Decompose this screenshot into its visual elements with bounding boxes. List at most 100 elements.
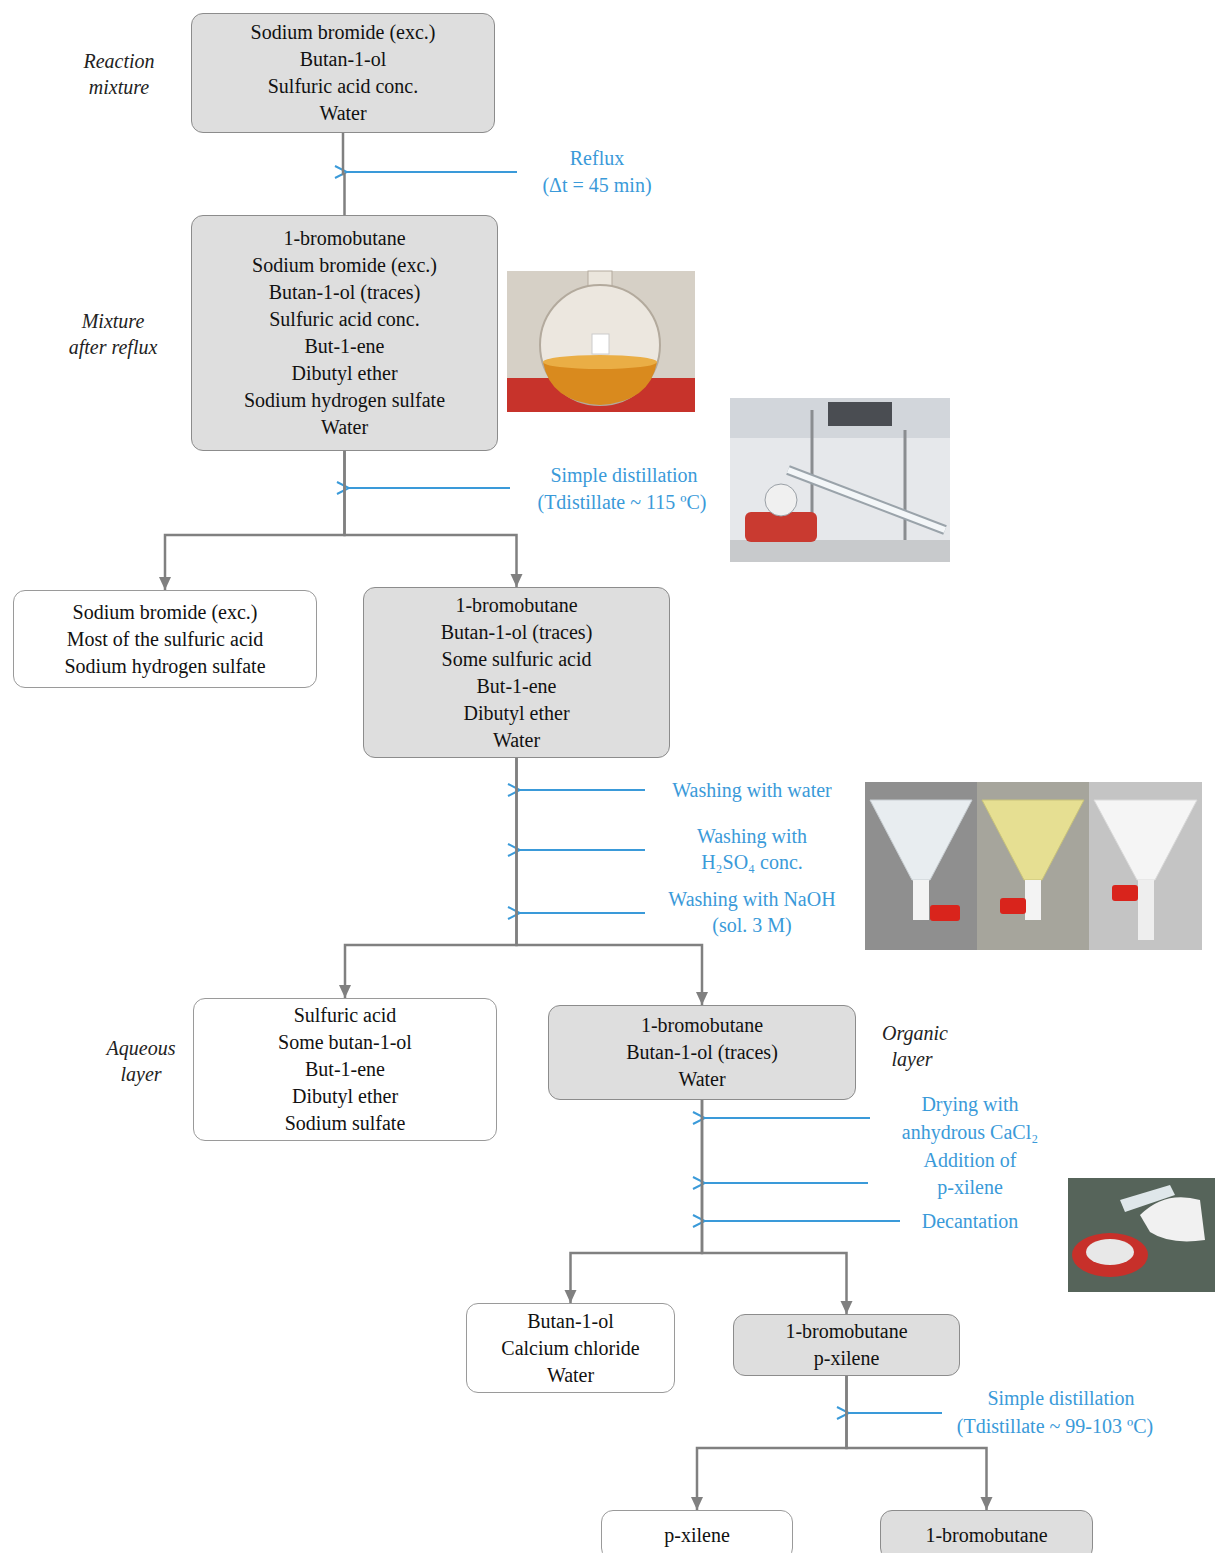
step-label: (Δt = 45 min) xyxy=(542,173,651,197)
process-box: 1-bromobutaneSodium bromide (exc.)Butan-… xyxy=(191,215,498,451)
step-label: Washing with xyxy=(697,824,807,848)
step-arrow xyxy=(347,171,517,173)
stage-label: layer xyxy=(891,1047,932,1071)
flow-connector xyxy=(847,1376,987,1510)
flow-connector xyxy=(345,758,517,998)
red-dish xyxy=(1072,1233,1148,1277)
step-label: Washing with NaOH xyxy=(668,887,835,911)
component-text: 1-bromobutane xyxy=(283,225,405,252)
flow-connector xyxy=(343,133,345,215)
step-label: (Tdistillate ~ 115 ºC) xyxy=(537,490,706,514)
decantation-photo xyxy=(1068,1178,1215,1292)
component-text: Some sulfuric acid xyxy=(442,646,592,673)
component-text: Sodium hydrogen sulfate xyxy=(244,387,445,414)
step-label: H₂SO₄ conc. xyxy=(701,850,803,874)
component-text: 1-bromobutane xyxy=(641,1012,763,1039)
step-arrow xyxy=(520,912,645,914)
component-text: Butan-1-ol (traces) xyxy=(441,619,593,646)
glass-tube xyxy=(1120,1185,1175,1212)
step-label: Washing with water xyxy=(672,778,831,802)
step-label: Addition of xyxy=(924,1148,1017,1172)
photo-ground xyxy=(865,782,977,950)
stage-label: layer xyxy=(120,1062,161,1086)
flask xyxy=(540,285,660,405)
photo-bench xyxy=(730,540,950,562)
step-arrow xyxy=(705,1220,900,1222)
component-text: Water xyxy=(547,1362,594,1389)
step-label: Drying with xyxy=(921,1092,1018,1116)
step-arrow xyxy=(520,789,645,791)
component-text: Sodium bromide (exc.) xyxy=(251,19,436,46)
component-text: Water xyxy=(493,727,540,754)
component-text: Butan-1-ol xyxy=(300,46,387,73)
component-text: Sodium bromide (exc.) xyxy=(73,599,258,626)
component-text: Some butan-1-ol xyxy=(278,1029,412,1056)
removed-box: Butan-1-olCalcium chlorideWater xyxy=(466,1303,675,1393)
component-text: 1-bromobutane xyxy=(455,592,577,619)
component-text: Most of the sulfuric acid xyxy=(67,626,264,653)
process-box: 1-bromobutane xyxy=(880,1510,1093,1553)
stopcock-handle xyxy=(930,905,960,921)
step-label: (Tdistillate ~ 99-103 ºC) xyxy=(957,1414,1153,1438)
photo-ground xyxy=(977,782,1089,950)
process-box: 1-bromobutaneButan-1-ol (traces)Water xyxy=(548,1005,856,1100)
step-arrow xyxy=(520,849,645,851)
boiling-chip xyxy=(592,334,609,354)
flow-connector xyxy=(702,1100,847,1314)
photo-wall xyxy=(730,398,950,438)
component-text: Sulfuric acid conc. xyxy=(269,306,420,333)
step-label: Simple distillation xyxy=(550,463,697,487)
step-label: Reflux xyxy=(570,146,624,170)
component-text: But-1-ene xyxy=(305,333,385,360)
stopcock-handle xyxy=(1112,885,1138,901)
process-box: Sodium bromide (exc.)Butan-1-olSulfuric … xyxy=(191,13,495,133)
component-text: But-1-ene xyxy=(305,1056,385,1083)
component-text: p-xilene xyxy=(664,1522,730,1549)
gas-panel xyxy=(828,402,892,426)
photo-ground xyxy=(730,398,950,562)
component-text: Dibutyl ether xyxy=(292,1083,398,1110)
component-text: Dibutyl ether xyxy=(463,700,569,727)
component-text: But-1-ene xyxy=(477,673,557,700)
component-text: Calcium chloride xyxy=(501,1335,639,1362)
process-box: 1-bromobutaneButan-1-ol (traces)Some sul… xyxy=(363,587,670,758)
flask-base xyxy=(1086,1239,1134,1265)
funnel xyxy=(870,800,972,880)
condenser-core xyxy=(788,470,945,530)
photo-ground xyxy=(1068,1178,1215,1292)
stage-label: Organic xyxy=(882,1021,948,1045)
component-text: Sodium hydrogen sulfate xyxy=(64,653,265,680)
component-text: Sodium sulfate xyxy=(285,1110,406,1137)
step-arrow xyxy=(705,1117,870,1119)
step-label: Simple distillation xyxy=(987,1386,1134,1410)
flow-connector xyxy=(345,451,517,587)
component-text: 1-bromobutane xyxy=(925,1522,1047,1549)
component-text: Water xyxy=(321,414,368,441)
component-text: Butan-1-ol (traces) xyxy=(626,1039,778,1066)
stopcock-handle xyxy=(1000,898,1026,914)
photo-ground xyxy=(1089,782,1202,950)
photo-ground xyxy=(507,271,695,412)
component-text: Sulfuric acid xyxy=(294,1002,397,1029)
distillation-flask xyxy=(765,484,797,516)
component-text: 1-bromobutane xyxy=(785,1318,907,1345)
liquid-surface xyxy=(543,355,657,369)
stage-label: Reaction xyxy=(83,49,154,73)
component-text: Water xyxy=(678,1066,725,1093)
flow-connector xyxy=(571,1100,703,1303)
gloved-hand xyxy=(1140,1197,1205,1241)
step-label: anhydrous CaCl₂ xyxy=(902,1120,1038,1144)
condenser xyxy=(788,470,945,530)
component-text: Sulfuric acid conc. xyxy=(268,73,419,100)
stage-label: mixture xyxy=(89,75,149,99)
flow-connector xyxy=(165,451,345,590)
step-arrow xyxy=(849,1412,942,1414)
stage-label: Mixture xyxy=(82,309,145,333)
component-text: Butan-1-ol (traces) xyxy=(269,279,421,306)
removed-box: p-xilene xyxy=(601,1510,793,1553)
step-label: Decantation xyxy=(922,1209,1019,1233)
stage-label: after reflux xyxy=(69,335,158,359)
step-arrow xyxy=(705,1182,868,1184)
flow-connector xyxy=(697,1376,847,1510)
